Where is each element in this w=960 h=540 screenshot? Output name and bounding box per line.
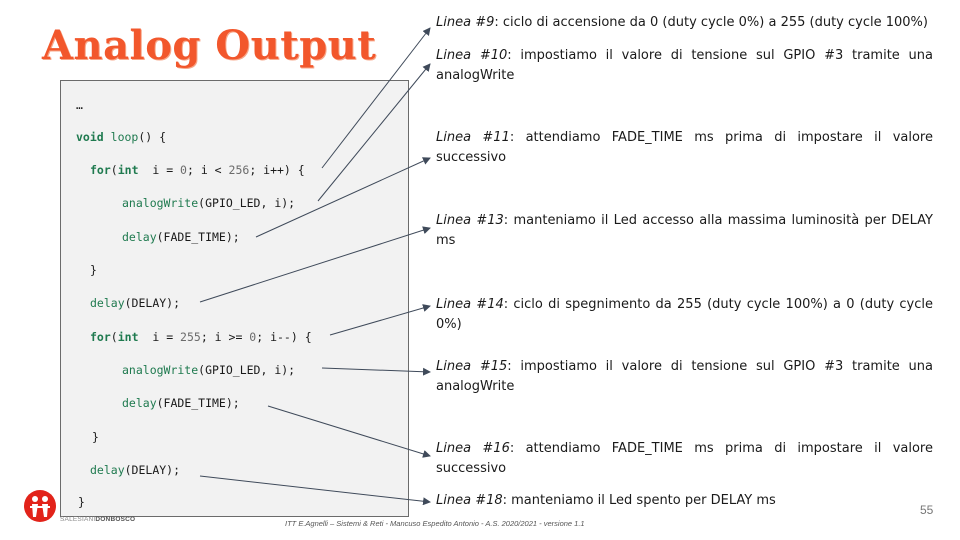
annotation-line-11: Linea #11: attendiamo FADE_TIME ms prima…: [436, 130, 933, 165]
slide-title: Analog Output: [42, 22, 377, 69]
annotation-line-18: Linea #18: manteniamo il Led spento per …: [436, 493, 776, 508]
annotation-line-13: Linea #13: manteniamo il Led accesso all…: [436, 213, 934, 248]
annotation-line-14: Linea #14: ciclo di spegnimento da 255 (…: [436, 297, 933, 332]
salesiani-logo-icon: [24, 490, 56, 522]
code-line-delay-fade-2: delay(FADE_TIME);: [122, 396, 240, 410]
code-line-close-2: }: [92, 430, 99, 444]
code-line-delay-1: delay(DELAY);: [90, 296, 181, 310]
page-number: 55: [920, 503, 934, 517]
code-line-delay-2: delay(DELAY);: [90, 463, 181, 477]
code-block: … void loop() { for(int i = 0; i < 256; …: [60, 80, 409, 517]
logo-wordmark: SALESIANIDONBOSCO: [60, 516, 136, 523]
code-line-analogwrite-2: analogWrite(GPIO_LED, i);: [122, 363, 296, 377]
code-line-loop: void loop() {: [76, 130, 167, 144]
code-line-close-1: }: [90, 263, 97, 277]
code-line-delay-fade-1: delay(FADE_TIME);: [122, 230, 240, 244]
annotation-line-16: Linea #16: attendiamo FADE_TIME ms prima…: [436, 441, 933, 476]
code-line-for-up: for(int i = 0; i < 256; i++) {: [90, 163, 305, 177]
code-line-ellipsis: …: [76, 98, 83, 112]
code-line-for-down: for(int i = 255; i >= 0; i--) {: [90, 330, 312, 344]
slide-footer: ITT E.Agnelli – Sistemi & Reti - Mancuso…: [285, 519, 585, 528]
annotation-line-15: Linea #15: impostiamo il valore di tensi…: [436, 359, 933, 394]
code-line-close-3: }: [78, 495, 85, 509]
annotation-line-9: Linea #9: ciclo di accensione da 0 (duty…: [436, 15, 928, 30]
code-line-analogwrite-1: analogWrite(GPIO_LED, i);: [122, 196, 296, 210]
annotation-line-10: Linea #10: impostiamo il valore di tensi…: [436, 48, 933, 83]
